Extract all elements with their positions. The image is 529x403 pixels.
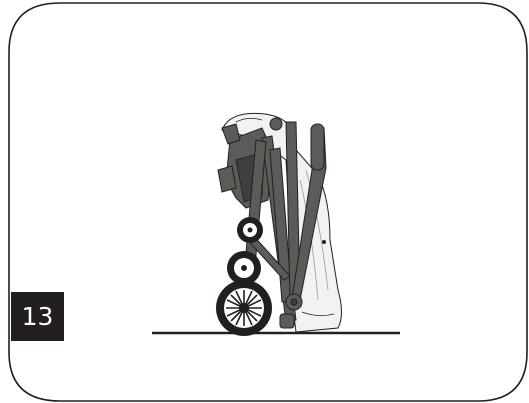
hinge-joints (269, 117, 303, 329)
rear-large-wheel (216, 280, 272, 336)
handle-grip (310, 123, 325, 171)
step-number-badge: 13 (11, 292, 64, 341)
middle-wheel (227, 251, 261, 285)
front-small-wheel (237, 217, 263, 243)
